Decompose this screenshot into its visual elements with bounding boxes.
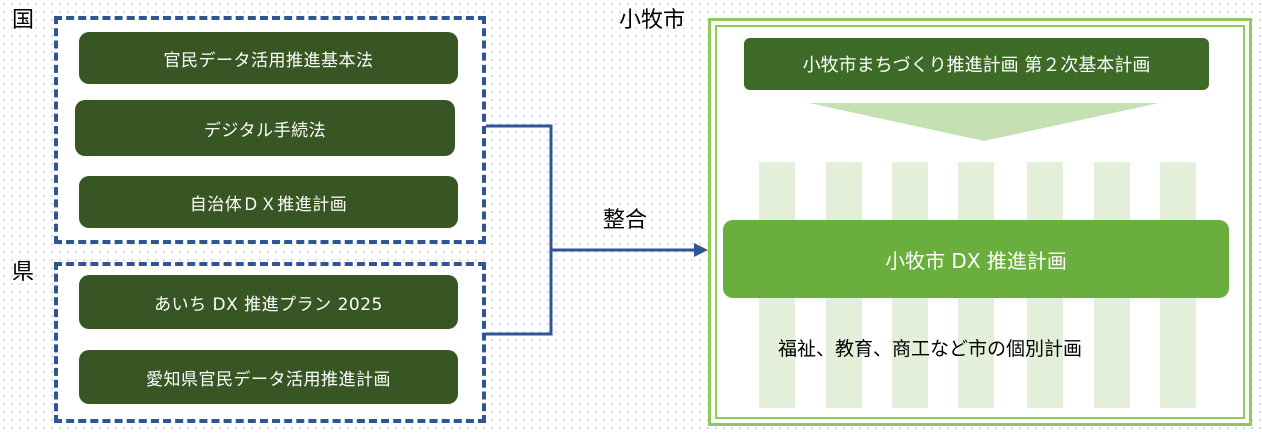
national-item-data-law: 官民データ活用推進基本法	[79, 32, 458, 84]
prefecture-label: 県	[12, 260, 35, 285]
downward-chevron-shape	[809, 103, 1159, 141]
city-dx-plan: 小牧市 DX 推進計画	[723, 220, 1229, 298]
prefecture-item-aichi-dx-plan: あいち DX 推進プラン 2025	[79, 275, 458, 329]
city-basic-plan: 小牧市まちづくり推進計画 第２次基本計画	[744, 38, 1209, 90]
alignment-arrow-head	[694, 243, 708, 257]
city-individual-plans: 福祉、教育、商工など市の個別計画	[778, 338, 1083, 360]
downward-chevron	[809, 103, 1159, 141]
national-item-digital-procedure-law: デジタル手続法	[75, 100, 455, 156]
city-label: 小牧市	[619, 8, 686, 33]
national-label: 国	[12, 8, 35, 33]
national-item-municipal-dx-plan: 自治体ＤＸ推進計画	[79, 176, 458, 228]
bracket-line	[486, 124, 553, 336]
alignment-label: 整合	[603, 208, 648, 233]
city-frame-inner-border	[715, 25, 1245, 419]
prefecture-item-aichi-data-plan: 愛知県官民データ活用推進計画	[79, 350, 458, 404]
